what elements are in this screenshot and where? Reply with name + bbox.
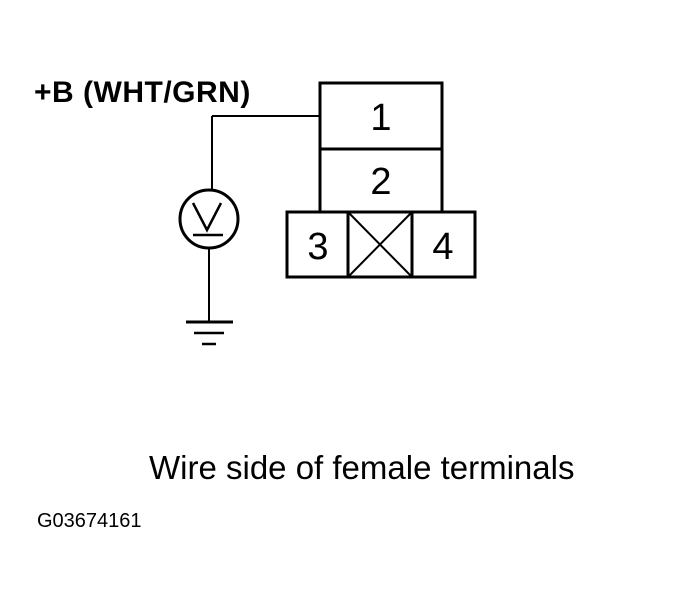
terminal-4-cavity [410,210,477,279]
terminal-2-label: 2 [370,161,391,203]
diagram-caption: Wire side of female terminals [149,449,575,486]
terminal-4-label: 4 [432,226,453,268]
terminal-1-cavity [318,81,444,151]
connector: 1 2 3 4 [285,81,477,279]
supply-label: +B (WHT/GRN) [34,76,251,109]
supply-wire [211,115,320,190]
ground-icon [186,320,233,346]
figure-id: G03674161 [37,510,142,532]
terminal-2-cavity [318,147,444,214]
terminal-1-label: 1 [370,97,391,139]
terminal-3-label: 3 [307,226,328,268]
voltmeter-icon [178,188,240,250]
